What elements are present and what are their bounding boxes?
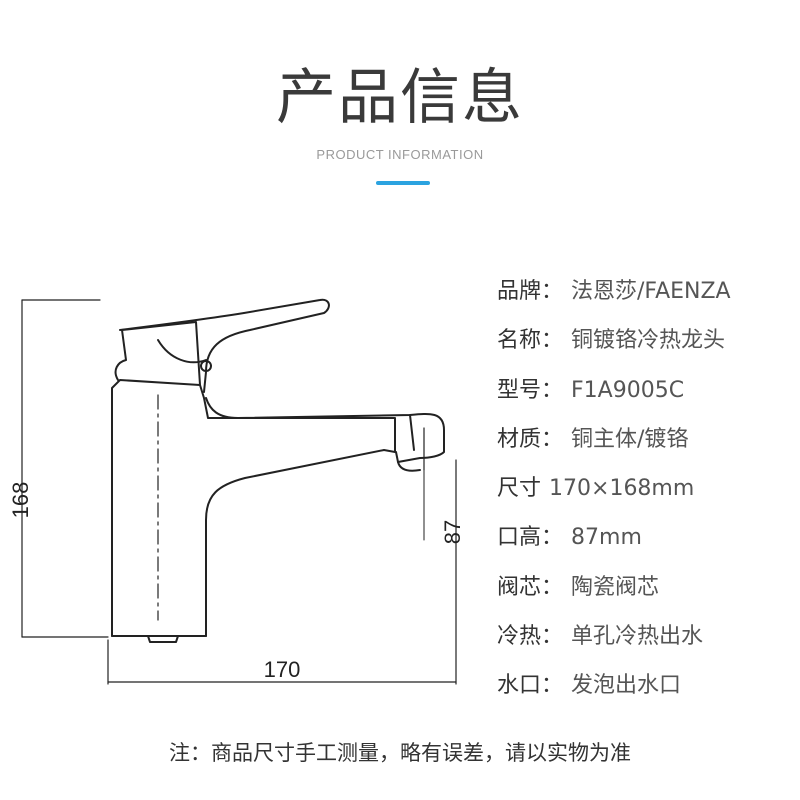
measurement-note: 注：商品尺寸手工测量，略有误差，请以实物为准 (169, 741, 631, 765)
spec-value: 发泡出水口 (571, 673, 682, 699)
spec-label: 冷热： (497, 624, 564, 650)
spec-value: 法恩莎/FAENZA (571, 279, 731, 304)
spec-value: 铜主体/镀铬 (571, 426, 689, 452)
page-title: 产品信息 (276, 63, 524, 133)
height-label: 168 (8, 482, 33, 519)
spec-label: 品牌： (497, 279, 564, 304)
faucet-outline (111, 298, 445, 643)
page-subtitle: PRODUCT INFORMATION (316, 147, 484, 162)
spec-row-brand: 品牌： 法恩莎/FAENZA (497, 277, 797, 326)
spec-label: 名称： (497, 328, 564, 354)
width-label: 170 (264, 657, 301, 682)
spec-row-hot-cold: 冷热： 单孔冷热出水 (497, 622, 797, 671)
spec-value: 单孔冷热出水 (571, 624, 704, 650)
spec-label: 口高： (497, 525, 564, 551)
spec-label: 型号： (497, 377, 564, 403)
spec-label: 阀芯： (497, 574, 564, 600)
title-accent-bar (376, 181, 430, 185)
spec-value: 铜镀铬冷热龙头 (571, 328, 726, 354)
height-dimension (21, 299, 109, 638)
spec-value: 陶瓷阀芯 (571, 574, 660, 600)
spec-label: 尺寸 (497, 476, 542, 502)
spec-value: 87mm (571, 525, 642, 551)
spec-row-size: 尺寸 170×168mm (497, 474, 797, 523)
spec-label: 水口： (497, 673, 564, 699)
spec-row-valve: 阀芯： 陶瓷阀芯 (497, 573, 797, 622)
spec-value: F1A9005C (571, 377, 685, 403)
spec-row-name: 名称： 铜镀铬冷热龙头 (497, 326, 797, 375)
spec-row-outlet: 水口： 发泡出水口 (497, 671, 797, 720)
spec-row-material: 材质： 铜主体/镀铬 (497, 425, 797, 474)
width-dimension (107, 459, 457, 685)
spec-row-model: 型号： F1A9005C (497, 376, 797, 425)
spec-value: 170×168mm (549, 476, 695, 502)
spec-row-spout-height: 口高： 87mm (497, 523, 797, 572)
spec-label: 材质： (497, 426, 564, 452)
spec-list: 品牌： 法恩莎/FAENZA 名称： 铜镀铬冷热龙头 型号： F1A9005C 材质：… (497, 277, 797, 721)
spout-height-label: 87 (440, 520, 465, 544)
